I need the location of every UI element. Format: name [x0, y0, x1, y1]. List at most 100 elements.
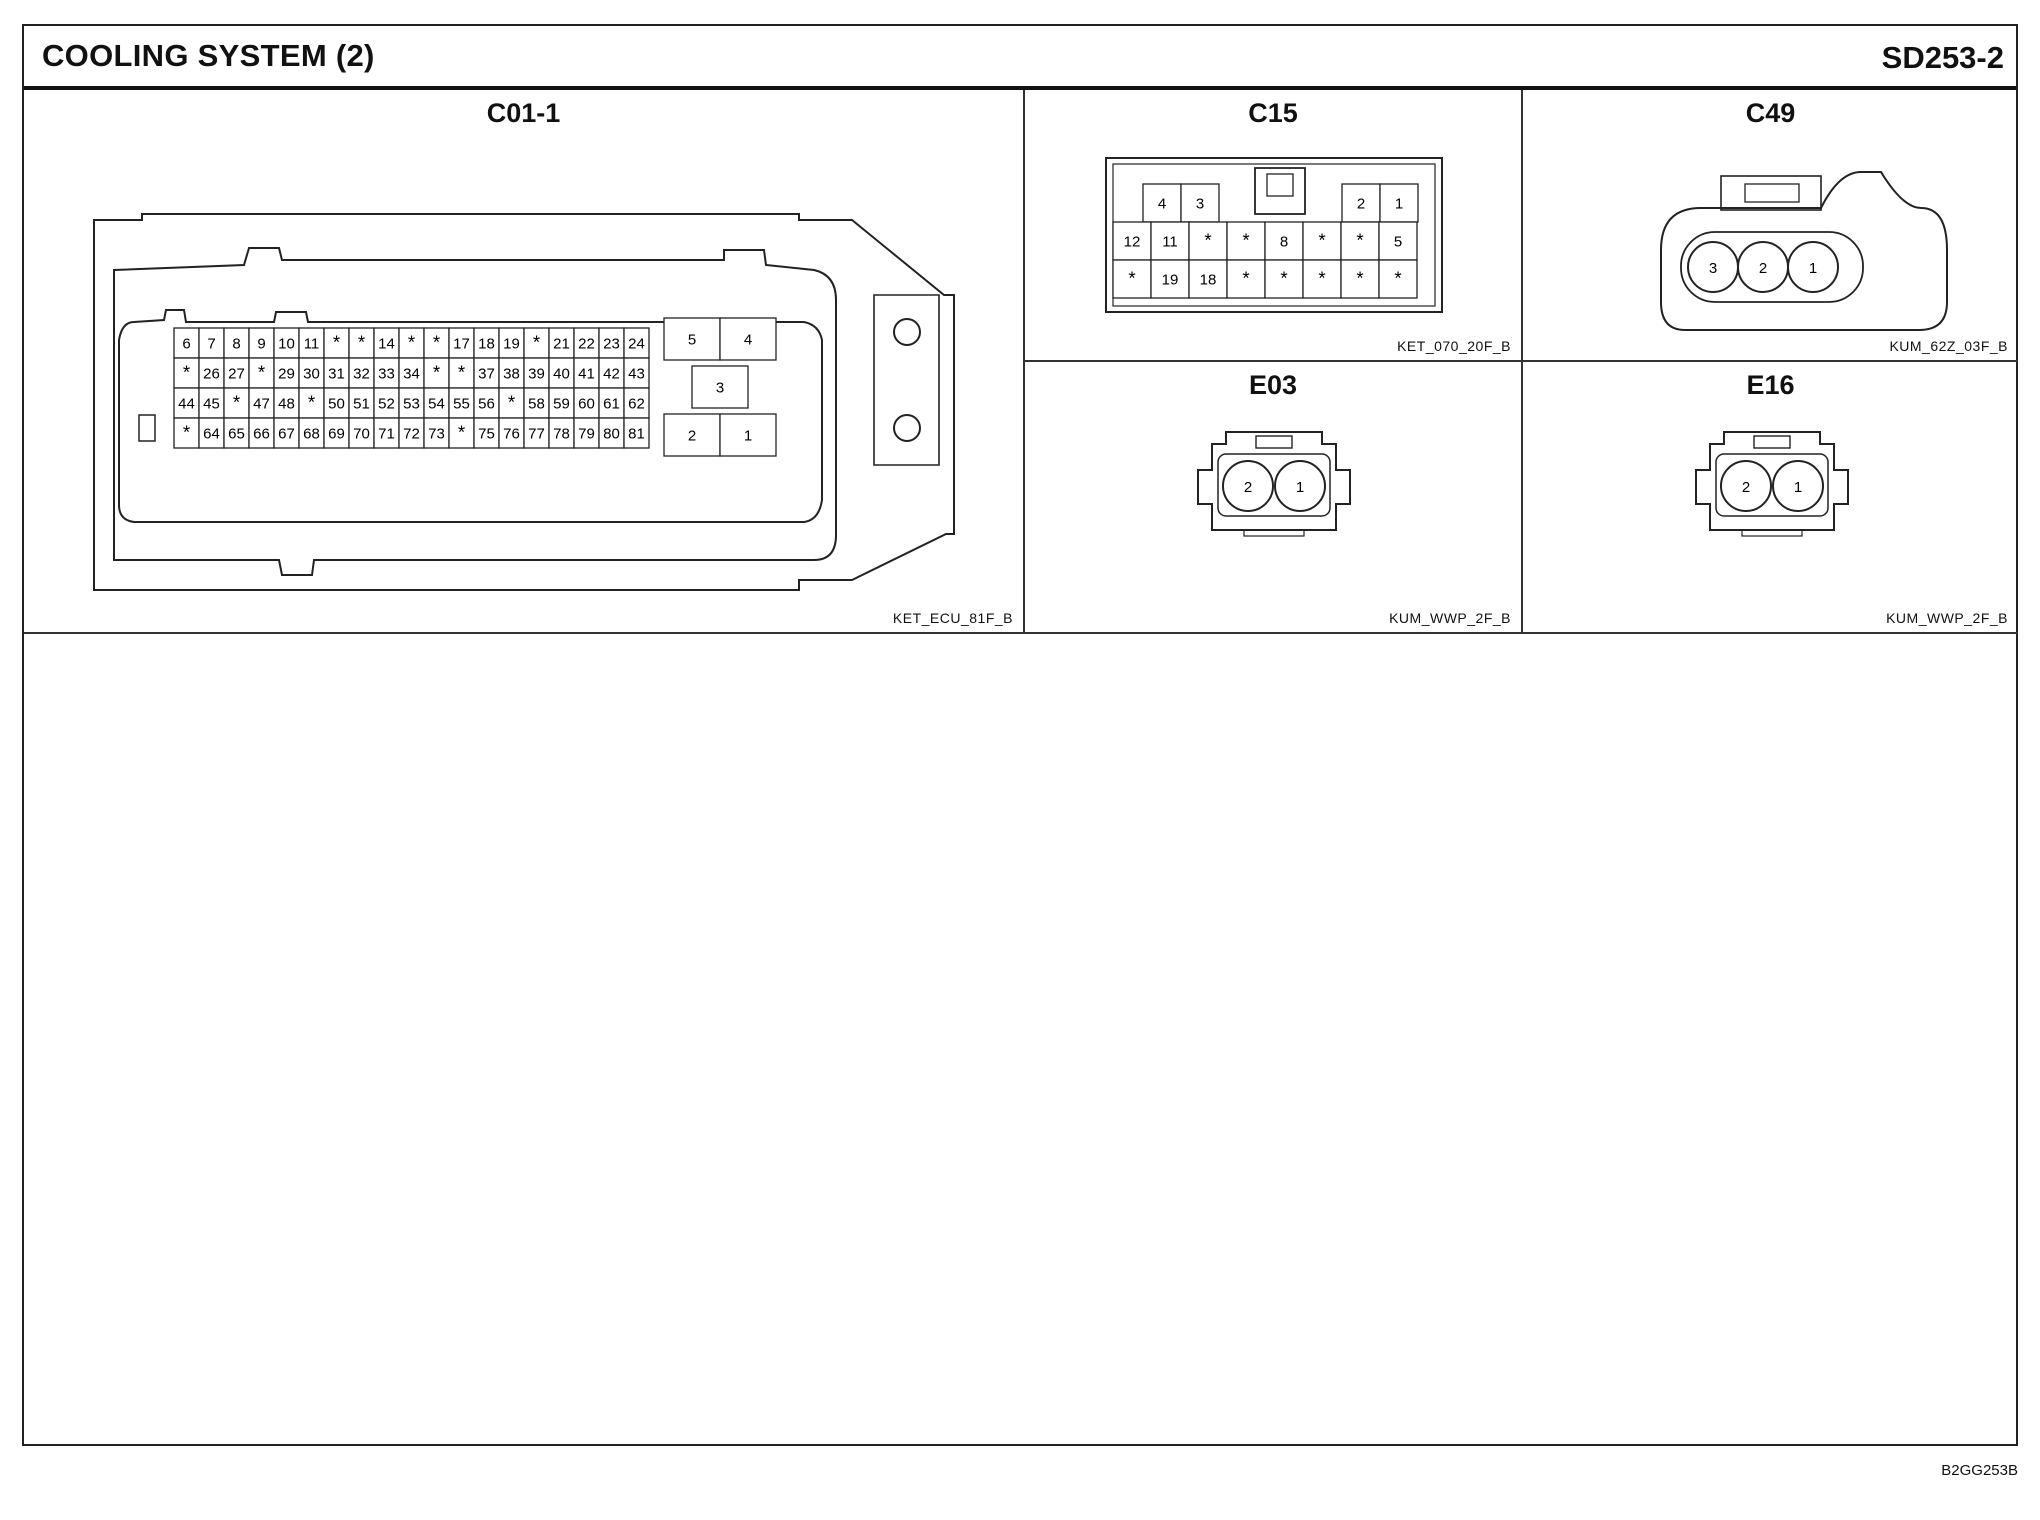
- pin-cell: [398, 417, 425, 449]
- pin-label: 3: [1196, 195, 1204, 212]
- pin-cell: [623, 387, 650, 419]
- pin-label: 67: [278, 425, 295, 442]
- pin-cell: [498, 387, 525, 419]
- pin-label: 5: [688, 331, 696, 348]
- latch-notch: [138, 414, 156, 442]
- connector-part-code: KUM_WWP_2F_B: [1389, 610, 1511, 626]
- pin-cell: [1340, 259, 1380, 299]
- connector-housing: [1197, 431, 1351, 531]
- pin-cell: [173, 417, 200, 449]
- pin-label: *: [183, 361, 190, 382]
- pin-label: 39: [528, 365, 545, 382]
- mounting-hole: [893, 414, 921, 442]
- latch-tab: [1744, 183, 1800, 203]
- title-bar: COOLING SYSTEM (2) SD253-2: [24, 26, 2016, 90]
- mounting-hole: [893, 318, 921, 346]
- pin-label: 78: [553, 425, 570, 442]
- pin-cavity-border: [118, 309, 823, 523]
- connector-housing: [93, 213, 955, 591]
- pin-cell: [1188, 259, 1228, 299]
- pin-label: *: [308, 391, 315, 412]
- pin-cell: [1180, 183, 1220, 223]
- pin-cell: [719, 413, 777, 457]
- latch-tab: [1266, 173, 1294, 197]
- pin-label: 9: [257, 335, 265, 352]
- pin-label: 22: [578, 335, 595, 352]
- pin-label: 11: [304, 335, 320, 352]
- pin-label: 54: [428, 395, 445, 412]
- pin-label: *: [1242, 267, 1249, 288]
- pin-cell: [1341, 183, 1381, 223]
- pin-label: *: [1318, 267, 1325, 288]
- pin-cell: [248, 417, 275, 449]
- pin-cell: [598, 327, 625, 359]
- pin-label: *: [1204, 229, 1211, 250]
- pin-label: 80: [603, 425, 620, 442]
- pin-cell: [423, 327, 450, 359]
- connector-part-code: KET_ECU_81F_B: [892, 610, 1013, 626]
- pin-label: 60: [578, 395, 595, 412]
- pin-label: 8: [232, 335, 240, 352]
- pin-cell: [719, 317, 777, 361]
- pin-label: 19: [503, 335, 520, 352]
- pin-label: *: [1356, 267, 1363, 288]
- pin-circle: [1222, 460, 1274, 512]
- latch: [1720, 175, 1822, 211]
- pin-label: 33: [378, 365, 395, 382]
- pin-label: *: [1280, 267, 1287, 288]
- connector-name: C49: [1745, 98, 1796, 128]
- pin-label: 1: [744, 427, 752, 444]
- pin-label: 77: [528, 425, 545, 442]
- pin-label: *: [1128, 267, 1135, 288]
- pin-label: 79: [578, 425, 595, 442]
- pin-label: 7: [207, 335, 215, 352]
- base-tab: [1243, 529, 1305, 537]
- connector-name: E16: [1746, 370, 1795, 400]
- pin-label: *: [258, 361, 265, 382]
- pin-label: 51: [353, 395, 370, 412]
- pin-cell: [523, 357, 550, 389]
- pin-cell: [273, 327, 300, 359]
- pin-label: *: [333, 331, 340, 352]
- pin-cell: [548, 417, 575, 449]
- pin-cell: [198, 357, 225, 389]
- pin-label: 24: [628, 335, 645, 352]
- pin-cell: [373, 387, 400, 419]
- pin-cell: [198, 327, 225, 359]
- pin-cell: [448, 417, 475, 449]
- pin-label: 2: [1742, 479, 1750, 496]
- connector-name: E03: [1248, 370, 1298, 400]
- pin-cell: [663, 317, 721, 361]
- pin-label: 58: [528, 395, 545, 412]
- pin-label: 6: [182, 335, 190, 352]
- pin-label: 4: [744, 331, 752, 348]
- housing-inner-outline: [1715, 453, 1829, 517]
- pin-label: 21: [553, 335, 570, 352]
- pin-label: 48: [278, 395, 295, 412]
- connector-housing: [1105, 157, 1443, 313]
- pin-label: *: [1242, 229, 1249, 250]
- pin-label: 1: [1794, 479, 1802, 496]
- housing-inner-outline: [1217, 453, 1331, 517]
- pin-label: *: [408, 331, 415, 352]
- pin-cell: [598, 387, 625, 419]
- housing-inner-outline: [113, 247, 837, 576]
- pin-label: 8: [1280, 233, 1288, 250]
- pin-label: 75: [478, 425, 495, 442]
- pin-label: 56: [478, 395, 495, 412]
- pin-label: 18: [1200, 271, 1217, 288]
- pin-label: 61: [603, 395, 620, 412]
- pin-label: 47: [253, 395, 270, 412]
- pin-label: 40: [553, 365, 570, 382]
- pin-label: 42: [603, 365, 620, 382]
- pin-label: 45: [203, 395, 220, 412]
- pin-label: *: [1394, 267, 1401, 288]
- pin-label: 59: [553, 395, 570, 412]
- connector-name: C01-1: [486, 98, 561, 128]
- pin-cell: [373, 357, 400, 389]
- pin-label: 34: [403, 365, 420, 382]
